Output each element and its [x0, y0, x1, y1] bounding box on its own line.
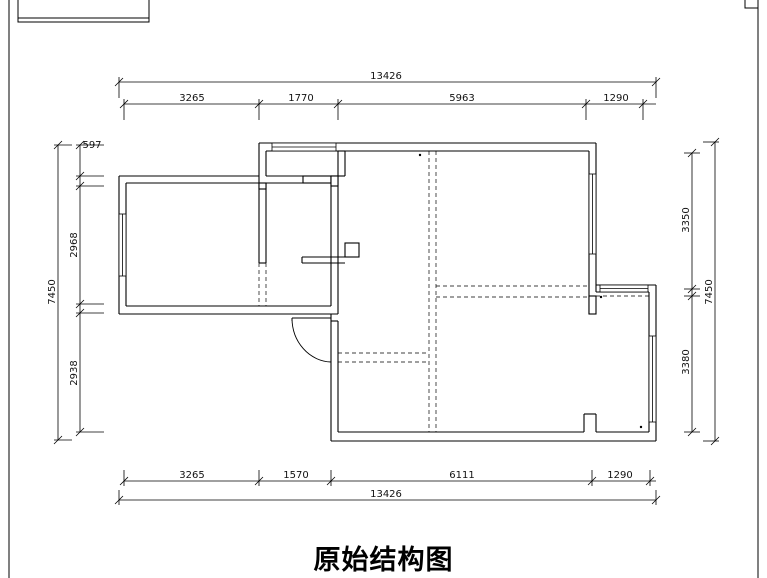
right-dim-1: 3350	[681, 207, 692, 232]
bottom-dimensions	[114, 470, 661, 505]
top-dim-2: 1770	[288, 93, 313, 104]
left-dim-1: 597	[82, 140, 101, 151]
left-total-dim: 7450	[47, 279, 58, 304]
right-dimensions	[684, 137, 720, 446]
sheet-frame	[8, 0, 759, 578]
top-total-dim: 13426	[370, 71, 402, 82]
left-dim-2: 2968	[69, 232, 80, 257]
top-dim-1: 3265	[179, 93, 204, 104]
left-dimensions	[53, 140, 104, 445]
drawing-title: 原始结构图	[313, 545, 454, 576]
top-dim-4: 1290	[603, 93, 628, 104]
bottom-dim-1: 3265	[179, 470, 204, 481]
entry-door	[291, 317, 332, 363]
corner-block	[744, 0, 759, 9]
outer-walls	[118, 142, 657, 442]
bottom-total-dim: 13426	[370, 489, 402, 500]
right-dim-2: 3380	[681, 349, 692, 374]
markers	[418, 153, 643, 429]
beam-lines	[258, 151, 649, 432]
bottom-dim-2: 1570	[283, 470, 308, 481]
bottom-dim-4: 1290	[607, 470, 632, 481]
bottom-dim-3: 6111	[449, 470, 474, 481]
top-dimensions	[114, 77, 661, 120]
left-dim-3: 2938	[69, 360, 80, 385]
right-total-dim: 7450	[704, 279, 715, 304]
top-dim-3: 5963	[449, 93, 474, 104]
windows	[118, 142, 657, 423]
title-block	[17, 0, 150, 23]
